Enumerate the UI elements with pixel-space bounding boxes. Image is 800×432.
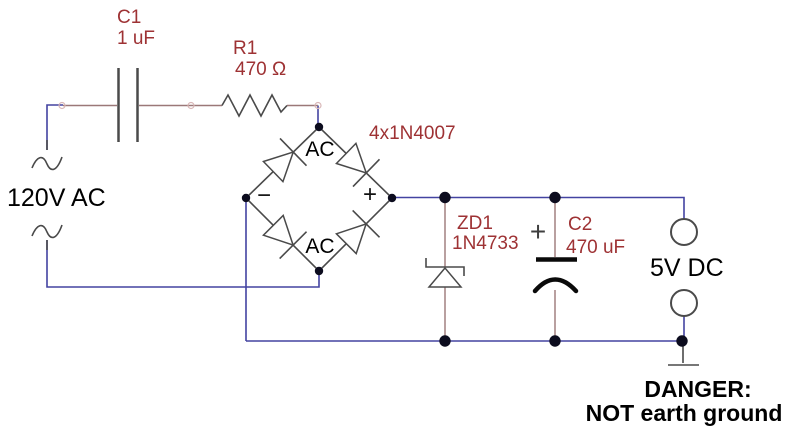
r1-zigzag-symbol	[221, 93, 288, 118]
c2-plate-curved	[532, 277, 579, 294]
junction-dot	[314, 122, 324, 132]
diode-cathode-bar	[279, 231, 308, 260]
bridge-minus-label: −	[257, 182, 271, 209]
source-voltage-label: 120V AC	[7, 184, 106, 212]
r1-value-label: 470 Ω	[235, 59, 286, 80]
output-terminal-positive	[670, 218, 698, 246]
r1-ref-label: R1	[233, 38, 257, 59]
pin-circle	[314, 101, 322, 110]
wire-positive-rail	[392, 196, 685, 219]
diode-cathode-bar	[352, 209, 381, 238]
diode-triangle	[335, 222, 368, 255]
diode-triangle	[262, 214, 295, 247]
zd1-zener-diode: ZD1 1N4733	[425, 213, 519, 288]
warning-line1: DANGER:	[644, 376, 751, 402]
zener-triangle	[427, 266, 463, 288]
output-voltage-label: 5V DC	[650, 254, 724, 282]
component-leads	[63, 104, 556, 341]
ac-squiggle-icon	[31, 224, 63, 239]
junction-dot	[549, 335, 561, 347]
junction-dot	[314, 266, 324, 276]
junction-dot	[549, 191, 561, 204]
wires	[46, 104, 685, 342]
c2-value-label: 470 uF	[566, 237, 625, 258]
junction-dot	[387, 193, 397, 203]
bridge-diode-upper-right	[335, 142, 381, 188]
c2-capacitor: + C2 470 uF	[530, 214, 625, 294]
bridge-ac-top-label: AC	[305, 138, 334, 161]
warning-text: DANGER: NOT earth ground	[586, 376, 783, 426]
zd1-ref-label: ZD1	[457, 213, 493, 234]
bridge-plus-label: +	[363, 181, 377, 208]
output-terminal-negative	[670, 289, 698, 317]
c2-polarity-plus: +	[530, 216, 546, 247]
output-terminals: 5V DC	[650, 218, 724, 317]
bridge-ac-bottom-label: AC	[305, 235, 334, 258]
r1-resistor: R1 470 Ω	[221, 38, 288, 118]
diode-cathode-bar	[279, 137, 308, 167]
c2-ref-label: C2	[568, 214, 592, 235]
junction-dot	[439, 191, 451, 204]
wire-source-return	[46, 240, 320, 288]
junction-dot	[676, 335, 688, 347]
pin-circle	[187, 101, 195, 110]
warning-line2: NOT earth ground	[586, 400, 783, 426]
c1-value-label: 1 uF	[117, 28, 155, 49]
c1-ref-label: C1	[117, 7, 141, 28]
bridge-part-label: 4x1N4007	[369, 123, 456, 144]
diode-triangle	[335, 142, 368, 175]
pin-markers	[58, 101, 322, 110]
bridge-diode-lower-right	[335, 209, 381, 255]
diode-cathode-bar	[352, 158, 381, 188]
bridge-diode-lower-left	[262, 214, 308, 260]
junction-dot	[241, 193, 251, 203]
zd1-value-label: 1N4733	[452, 233, 519, 254]
bridge-diode-upper-left	[262, 137, 308, 183]
diode-triangle	[262, 150, 295, 183]
bridge-rectifier: AC AC − + 4x1N4007	[244, 123, 456, 273]
junction-dot	[439, 335, 451, 347]
junction-dots	[241, 122, 688, 347]
ac-source: 120V AC	[7, 140, 106, 250]
ac-squiggle-icon	[31, 156, 63, 171]
c1-capacitor: C1 1 uF	[117, 7, 155, 142]
pin-circle	[58, 101, 66, 110]
wire-source-top-corner	[46, 104, 63, 150]
